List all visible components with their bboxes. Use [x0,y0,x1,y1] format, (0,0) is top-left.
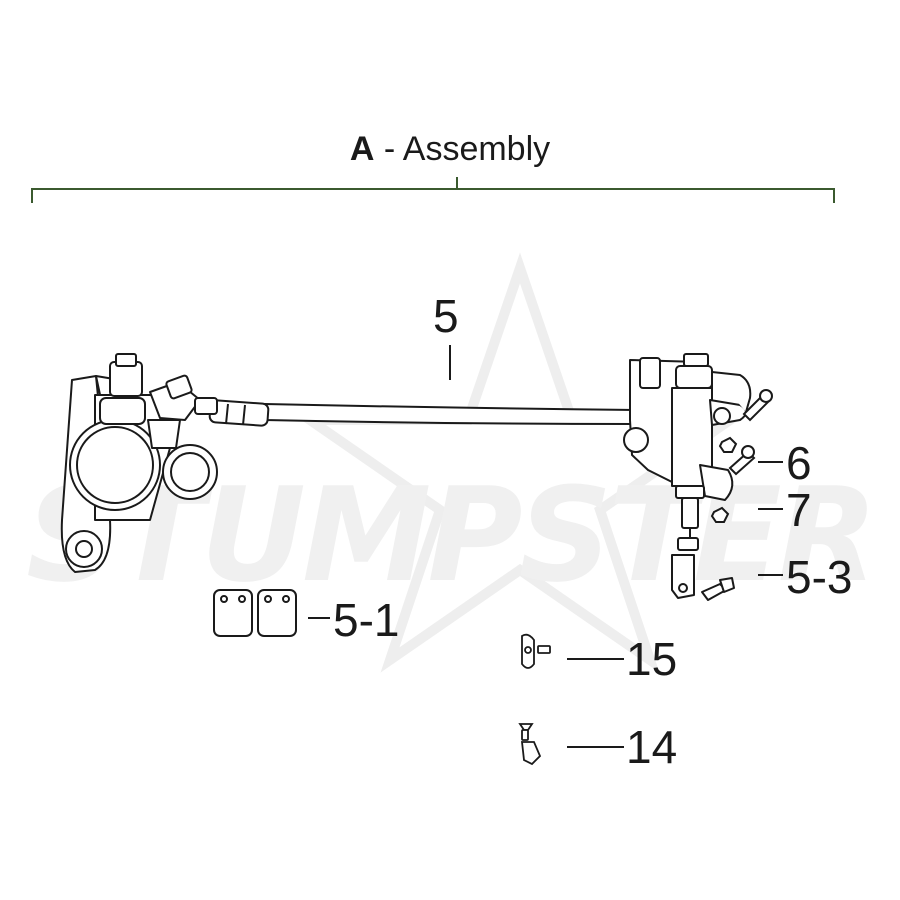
assembly-bracket [31,177,835,203]
leader-lines [308,345,783,748]
callout-5-3: 5-3 [786,551,853,603]
callout-14: 14 [626,721,678,773]
brake-pads [213,589,297,637]
callout-15: 15 [626,633,678,685]
part-15-drawing [521,633,551,669]
callout-5: 5 [433,290,459,342]
callout-6: 6 [786,437,812,489]
master-cylinder [623,353,752,601]
brake-caliper [60,353,218,573]
assembly-separator: - [383,130,396,168]
assembly-letter: A [349,130,375,168]
nut-6 [718,436,738,453]
hardware-parts [710,389,773,523]
callout-7: 7 [786,484,812,536]
brake-line [208,399,641,427]
assembly-title-text: Assembly [402,130,551,168]
callout-5-1: 5-1 [333,594,400,646]
nut-7 [710,506,730,523]
assembly-title: A - Assembly [0,132,900,166]
part-14-drawing [518,723,542,766]
